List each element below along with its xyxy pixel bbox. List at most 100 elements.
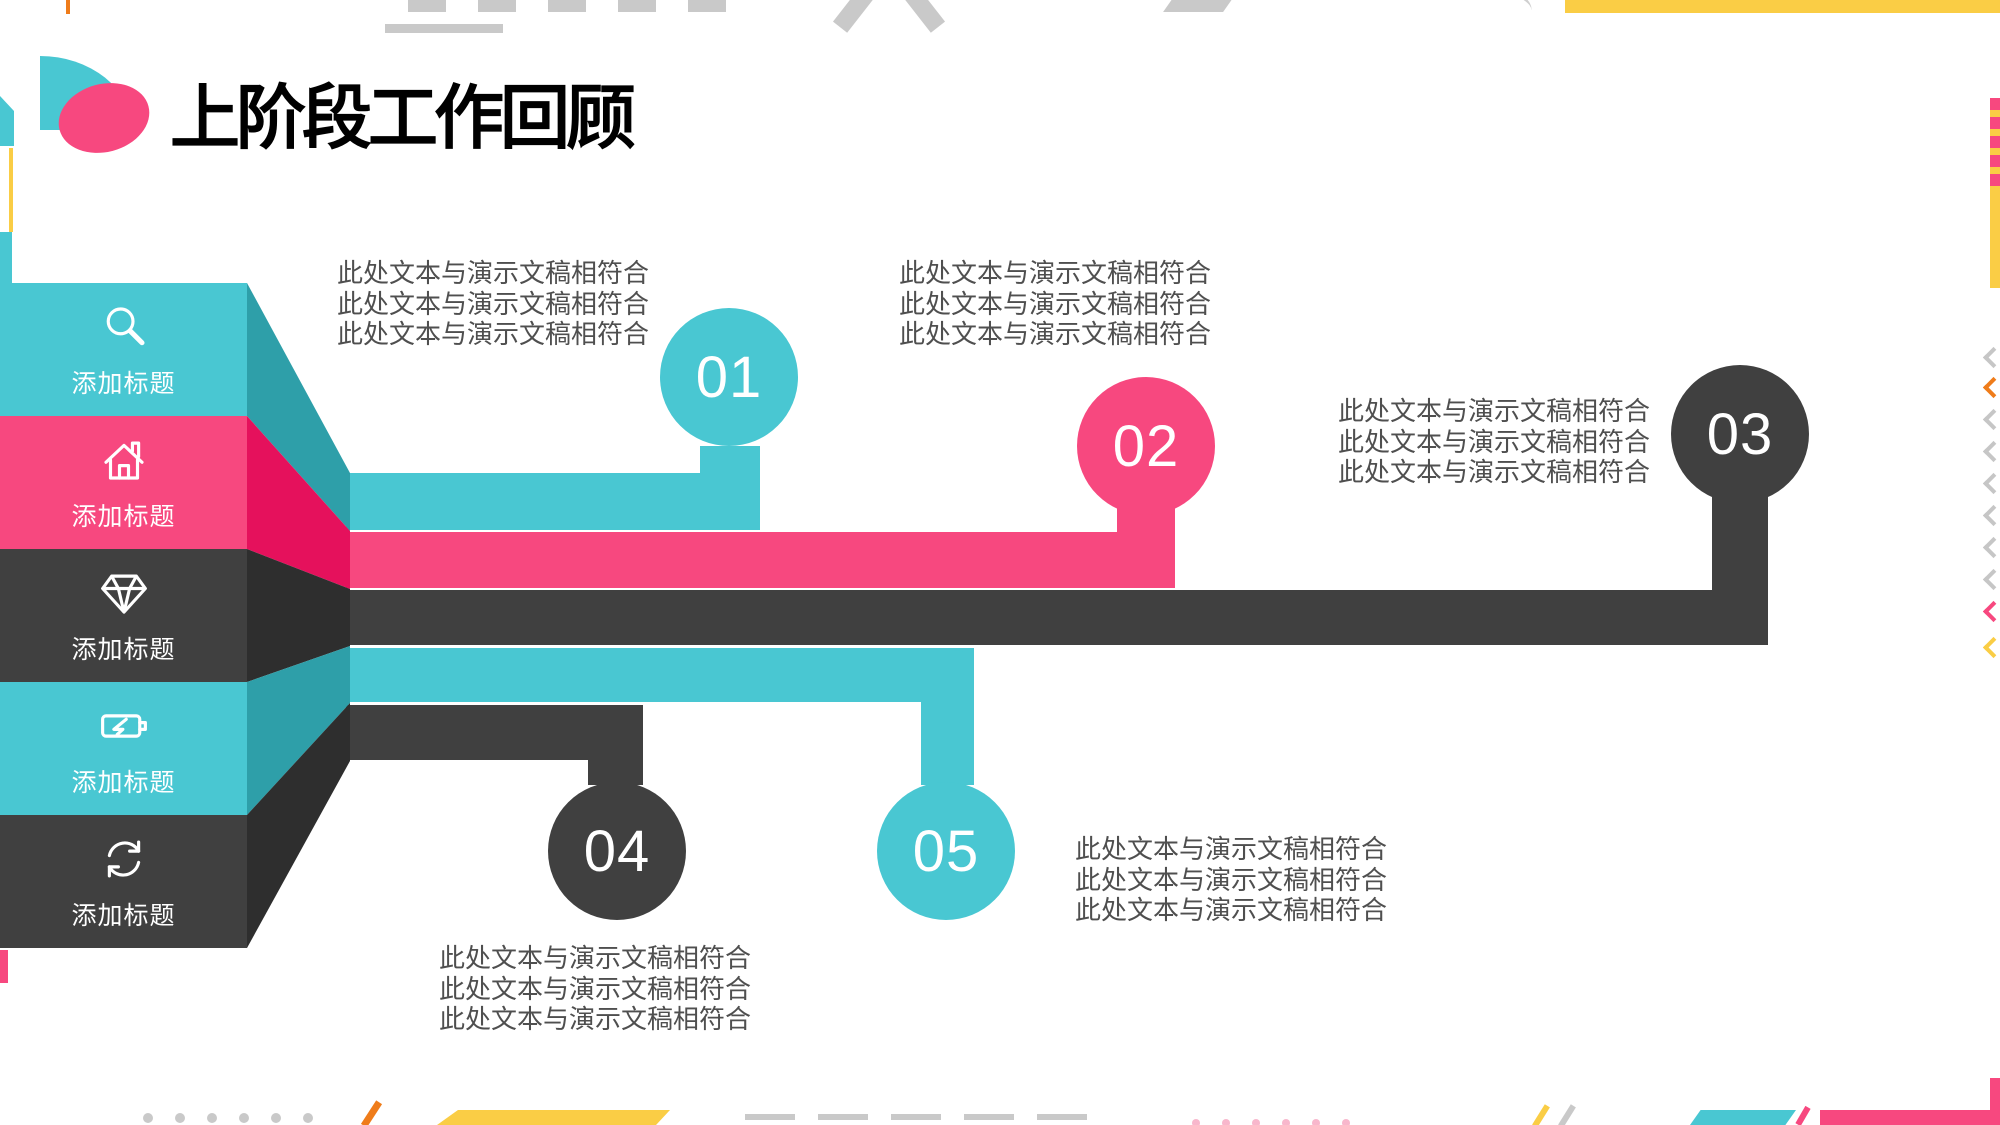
- bottom-dot: [207, 1113, 217, 1123]
- bottom-pink-bar: [1820, 1110, 2000, 1125]
- step-text-01[interactable]: 此处文本与演示文稿相符合 此处文本与演示文稿相符合 此处文本与演示文稿相符合: [337, 258, 649, 350]
- top-decor-slash: [1163, 0, 1233, 12]
- bottom-dot: [175, 1113, 185, 1123]
- top-left-orange-tick: [66, 0, 70, 14]
- bottom-pink-dot: [1252, 1119, 1260, 1125]
- funnel-wedge-5: [247, 703, 350, 948]
- text-line: 此处文本与演示文稿相符合: [1338, 457, 1651, 487]
- bottom-dash: [964, 1114, 1014, 1120]
- top-decor-bar: [408, 0, 446, 12]
- step-number: 03: [1706, 401, 1774, 467]
- left-teal-strip: [0, 232, 12, 283]
- text-line: 此处文本与演示文稿相符合: [899, 258, 1212, 288]
- text-line: 此处文本与演示文稿相符合: [337, 319, 650, 349]
- pipe-step-02: [346, 532, 1175, 588]
- bottom-yellow-slash: [1532, 1104, 1550, 1125]
- text-line: 此处文本与演示文稿相符合: [337, 288, 650, 319]
- pipe-step-05: [346, 648, 974, 702]
- bottom-dash: [818, 1114, 868, 1120]
- sidebar-item-3[interactable]: 添加标题: [0, 549, 247, 682]
- sync-icon: [107, 840, 140, 877]
- sidebar-item-2[interactable]: 添加标题: [0, 416, 247, 549]
- sidebar-item-label: 添加标题: [71, 502, 176, 531]
- pipe-step-01: [346, 473, 760, 530]
- bottom-dot: [271, 1113, 281, 1123]
- chevron-icon: [1982, 636, 2000, 659]
- pipe-step-03: [346, 590, 1768, 645]
- funnel-wedge-3: [247, 549, 350, 682]
- bottom-pink-slash: [1795, 1105, 1811, 1125]
- step-node-03[interactable]: 03: [1671, 365, 1809, 503]
- text-line: 此处文本与演示文稿相符合: [1338, 396, 1651, 426]
- text-line: 此处文本与演示文稿相符合: [337, 258, 650, 288]
- top-right-yellow-bar: [1565, 0, 2000, 13]
- step-node-02[interactable]: 02: [1077, 377, 1215, 515]
- funnel-wedge-2: [247, 416, 350, 589]
- step-text-05[interactable]: 此处文本与演示文稿相符合 此处文本与演示文稿相符合 此处文本与演示文稿相符合: [1075, 834, 1387, 926]
- left-pink-strip: [0, 950, 8, 983]
- sidebar-item-label: 添加标题: [71, 901, 176, 930]
- funnel-wedge-1: [247, 283, 350, 531]
- bottom-dot: [303, 1113, 313, 1123]
- top-decor-wedge: [832, 0, 882, 33]
- riser-step-03: [1712, 497, 1768, 645]
- sidebar-item-1[interactable]: 添加标题: [0, 283, 247, 416]
- step-text-02[interactable]: 此处文本与演示文稿相符合 此处文本与演示文稿相符合 此处文本与演示文稿相符合: [899, 258, 1211, 350]
- text-line: 此处文本与演示文稿相符合: [1075, 834, 1388, 864]
- bottom-gray-slash: [1558, 1104, 1576, 1125]
- sidebar-item-5[interactable]: 添加标题: [0, 815, 247, 948]
- right-yellow-ribbon: [1990, 190, 2000, 288]
- battery-charging-icon: [100, 713, 147, 738]
- text-line: 此处文本与演示文稿相符合: [1075, 864, 1388, 895]
- right-pink-strip: [1990, 1078, 2000, 1125]
- chevron-icon: [1982, 568, 2000, 591]
- top-decor-bar: [618, 0, 656, 12]
- sidebar-item-label: 添加标题: [71, 369, 176, 398]
- funnel-wedge-4: [247, 646, 350, 815]
- gem-icon: [100, 574, 147, 614]
- bottom-pink-dot: [1312, 1119, 1320, 1125]
- chevron-icon: [1982, 536, 2000, 559]
- right-striped-ribbon: [1990, 98, 2000, 190]
- bottom-dot: [239, 1113, 249, 1123]
- riser-step-02: [1117, 505, 1175, 588]
- text-line: 此处文本与演示文稿相符合: [899, 288, 1212, 319]
- riser-step-04: [588, 707, 643, 785]
- top-decor-bar: [478, 0, 516, 12]
- page-title[interactable]: 上阶段工作回顾: [170, 79, 636, 157]
- step-text-04[interactable]: 此处文本与演示文稿相符合 此处文本与演示文稿相符合 此处文本与演示文稿相符合: [439, 943, 751, 1035]
- text-line: 此处文本与演示文稿相符合: [439, 973, 752, 1004]
- step-number: 04: [583, 818, 651, 884]
- bottom-pink-dot: [1222, 1119, 1230, 1125]
- bottom-dot: [143, 1113, 153, 1123]
- step-number: 05: [912, 818, 980, 884]
- step-node-04[interactable]: 04: [548, 782, 686, 920]
- bottom-teal-bar: [1690, 1110, 1796, 1125]
- step-number: 01: [695, 344, 763, 410]
- bottom-dash: [891, 1114, 941, 1120]
- chevron-icon: [1982, 440, 2000, 463]
- chevron-icon: [1982, 472, 2000, 495]
- chevron-icon: [1982, 408, 2000, 431]
- bottom-pink-dot: [1282, 1119, 1290, 1125]
- text-line: 此处文本与演示文稿相符合: [439, 1004, 752, 1034]
- step-node-01[interactable]: 01: [660, 308, 798, 446]
- chevron-icon: [1982, 504, 2000, 527]
- sidebar-item-label: 添加标题: [71, 635, 176, 664]
- bottom-dash: [1037, 1114, 1087, 1120]
- search-icon: [106, 306, 145, 345]
- bottom-dash: [745, 1114, 795, 1120]
- bottom-orange-slash: [360, 1100, 383, 1125]
- riser-step-01: [700, 446, 760, 530]
- top-decor-bar: [548, 0, 586, 12]
- chevron-icon: [1982, 376, 2000, 399]
- chevron-icon: [1982, 600, 2000, 623]
- step-text-03[interactable]: 此处文本与演示文稿相符合 此处文本与演示文稿相符合 此处文本与演示文稿相符合: [1338, 396, 1650, 488]
- bottom-pink-dot: [1342, 1119, 1350, 1125]
- sidebar-item-4[interactable]: 添加标题: [0, 682, 247, 815]
- riser-step-05: [921, 650, 974, 785]
- text-line: 此处文本与演示文稿相符合: [1075, 895, 1388, 925]
- top-decor-bar-base: [385, 24, 503, 33]
- step-node-05[interactable]: 05: [877, 782, 1015, 920]
